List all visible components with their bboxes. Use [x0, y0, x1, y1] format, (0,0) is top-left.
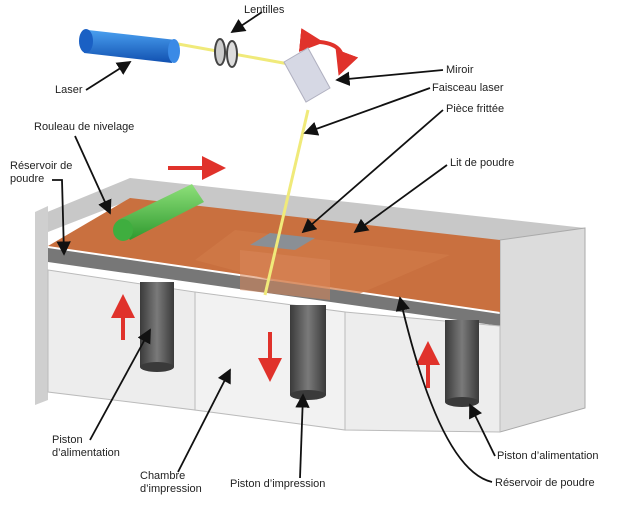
label-line: d’alimentation — [52, 447, 120, 459]
left-wall — [35, 206, 48, 405]
lens-1 — [214, 38, 226, 66]
laser-beam-down — [263, 109, 310, 296]
mirror — [283, 47, 331, 103]
label-line: d’impression — [140, 483, 202, 495]
label-miroir: Miroir — [446, 64, 474, 76]
right-wall — [499, 227, 586, 433]
piston-left — [140, 282, 174, 367]
label-laser: Laser — [55, 84, 83, 96]
leveling-roller — [118, 184, 204, 240]
lens-2 — [226, 40, 238, 68]
sintered-part — [250, 233, 315, 250]
label-piston-alimentation-right: Piston d’alimentation — [497, 450, 599, 462]
label-line: Piston — [52, 434, 83, 446]
label-piece-frittee: Pièce frittée — [446, 103, 505, 115]
label-piston-impression: Piston d’impression — [230, 478, 326, 490]
piston-center — [290, 305, 326, 395]
label-reservoir-right: Réservoir de poudre — [495, 477, 595, 489]
label-line: poudre — [10, 173, 45, 185]
label-lentilles: Lentilles — [244, 4, 285, 16]
label-lit-de-poudre: Lit de poudre — [450, 157, 515, 169]
laser-body — [84, 30, 176, 63]
label-faisceau-laser: Faisceau laser — [432, 82, 504, 94]
piston-right — [445, 320, 479, 402]
label-line: Réservoir de — [10, 160, 73, 172]
laser-beam — [177, 42, 301, 68]
label-line: Chambre — [140, 470, 186, 482]
label-rouleau: Rouleau de nivelage — [34, 121, 135, 133]
